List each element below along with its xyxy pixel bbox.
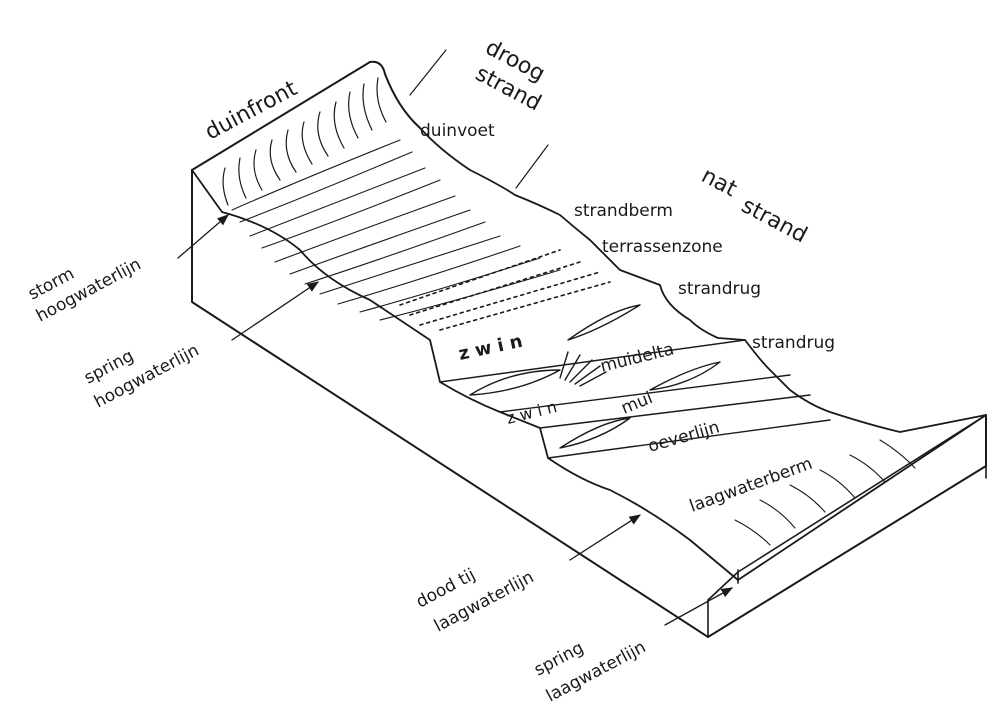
- label-nat-strand: strand: [737, 193, 811, 248]
- block-outline: [191, 60, 987, 638]
- label-strandrug-1: strandrug: [678, 279, 761, 299]
- label-muidelta: muidelta: [598, 339, 676, 377]
- laagwaterberm-arcs: [734, 439, 916, 546]
- label-strandberm: strandberm: [574, 201, 673, 221]
- label-zwin-1: z w i n: [457, 331, 525, 365]
- label-nat: nat: [697, 163, 741, 202]
- label-zwin-2: z w i n: [504, 397, 558, 428]
- dry-beach-lines: [231, 139, 561, 321]
- bars-and-channels: [439, 304, 831, 459]
- label-strandrug-2: strandrug: [752, 333, 835, 353]
- label-oeverlijn: oeverlijn: [646, 417, 722, 456]
- label-duinvoet: duinvoet: [420, 121, 495, 141]
- label-laagwaterberm: laagwaterberm: [687, 454, 815, 517]
- labels: duinfront droog strand duinvoet nat stra…: [25, 35, 835, 706]
- dune-hatching: [222, 77, 387, 206]
- zone-boundaries: [409, 49, 549, 189]
- pointer-arrows: [177, 214, 734, 626]
- label-terrassenzone: terrassenzone: [602, 237, 723, 257]
- terrace-dashes: [399, 249, 611, 331]
